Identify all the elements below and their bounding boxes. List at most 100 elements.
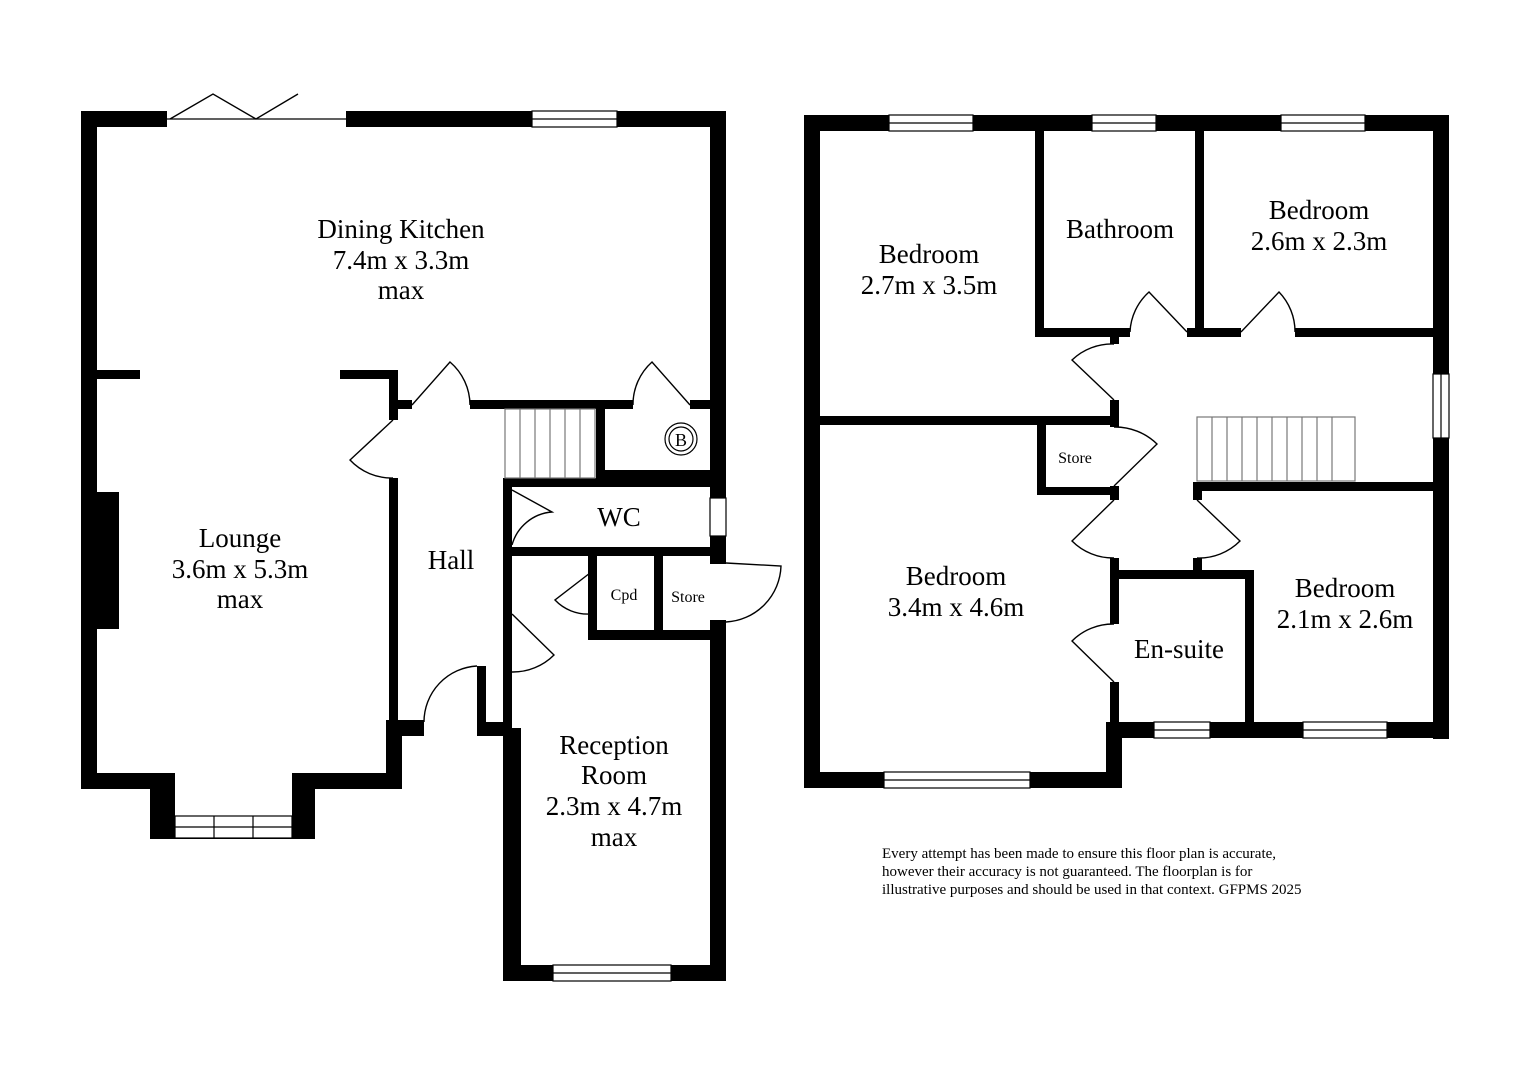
wall	[389, 370, 398, 420]
wall	[1106, 722, 1122, 788]
disclaimer: Every attempt has been made to ensure th…	[882, 846, 1302, 898]
cpd-name: Cpd	[611, 587, 638, 604]
dining-kitchen-note: max	[378, 275, 425, 305]
door-bedroom-2	[1240, 290, 1296, 333]
boiler-label: B	[675, 430, 687, 450]
chimney-breast	[96, 492, 119, 629]
wall	[386, 720, 402, 789]
wall	[1110, 570, 1254, 579]
bedroom-4-size: 2.1m x 2.6m	[1277, 604, 1414, 634]
dining-kitchen-name: Dining Kitchen	[317, 214, 485, 244]
hall-name: Hall	[428, 545, 475, 575]
wall	[503, 478, 512, 733]
disclaimer-line-3: illustrative purposes and should be used…	[882, 882, 1302, 898]
wall	[389, 478, 398, 728]
bedroom-2-name: Bedroom	[1269, 195, 1370, 225]
reception-size: 2.3m x 4.7m	[546, 791, 683, 821]
door-store	[725, 562, 782, 623]
wall	[1110, 558, 1119, 624]
wall	[1110, 337, 1119, 344]
wall	[804, 115, 820, 788]
door-bedroom-1	[1070, 343, 1115, 401]
wall	[81, 773, 169, 789]
wall	[470, 400, 633, 409]
lounge-note: max	[217, 584, 264, 614]
bedroom-2-size: 2.6m x 2.3m	[1251, 226, 1388, 256]
door-bedroom-4	[1196, 499, 1242, 559]
wall	[1193, 558, 1202, 578]
boiler-icon-ring	[668, 426, 694, 452]
wall	[596, 400, 605, 478]
wall	[710, 536, 726, 564]
door-bedroom-3	[1071, 499, 1115, 559]
staircase	[504, 408, 596, 479]
wall	[292, 773, 402, 789]
wall	[654, 556, 663, 640]
wall	[1035, 123, 1044, 337]
wall	[1035, 328, 1130, 337]
wall	[477, 666, 486, 736]
lounge-size: 3.6m x 5.3m	[172, 554, 309, 584]
bathroom-name: Bathroom	[1066, 214, 1174, 244]
dining-kitchen-size: 7.4m x 3.3m	[333, 245, 470, 275]
door-cpd	[553, 572, 591, 615]
wall	[398, 400, 412, 409]
door-lounge	[349, 419, 394, 479]
wall	[1193, 482, 1202, 500]
disclaimer-line-1: Every attempt has been made to ensure th…	[882, 846, 1276, 862]
first-floor: Bedroom 2.7m x 3.5m Bathroom Bedroom 2.6…	[804, 114, 1450, 789]
bifold-door	[169, 93, 299, 120]
wall	[340, 370, 398, 379]
wall	[1037, 487, 1119, 495]
bedroom-1-size: 2.7m x 3.5m	[861, 270, 998, 300]
landing-staircase	[1196, 416, 1356, 482]
bedroom-3-size: 3.4m x 4.6m	[888, 592, 1025, 622]
door-kitchen-cupboard	[632, 361, 691, 406]
wall	[81, 111, 97, 789]
wall	[1037, 423, 1046, 495]
wall	[503, 478, 726, 487]
ground-floor: B Dining Kitchen 7.4m x 3.3m max Lounge …	[81, 93, 782, 982]
door-wc	[511, 489, 555, 546]
wall	[710, 400, 726, 498]
wall	[1110, 682, 1119, 730]
door-store	[1113, 426, 1159, 487]
reception-note: max	[591, 822, 638, 852]
reception-name-line1: Reception	[559, 730, 669, 760]
first-store-name: Store	[1058, 450, 1092, 467]
wall	[1187, 328, 1241, 337]
wall	[690, 400, 726, 409]
wall	[1193, 482, 1441, 491]
wall	[710, 620, 726, 981]
wall	[1295, 328, 1441, 337]
reception-name-line2: Room	[581, 760, 647, 790]
wc-name: WC	[597, 502, 641, 532]
wall	[588, 630, 726, 640]
wall	[710, 111, 726, 411]
wall	[81, 111, 167, 127]
wall	[1245, 570, 1254, 730]
wall	[292, 773, 315, 839]
window	[709, 497, 727, 537]
en-suite-name: En-suite	[1134, 634, 1224, 664]
door-bathroom	[1129, 291, 1188, 333]
wall	[96, 370, 140, 379]
door-reception	[511, 613, 555, 673]
disclaimer-line-2: however their accuracy is not guaranteed…	[882, 864, 1252, 880]
wall	[588, 556, 597, 640]
bedroom-1-name: Bedroom	[879, 239, 980, 269]
wall	[812, 416, 1118, 425]
bedroom-4-name: Bedroom	[1295, 573, 1396, 603]
wall	[596, 470, 726, 478]
boiler-icon	[664, 422, 698, 456]
wall	[1195, 123, 1204, 337]
wall	[503, 547, 726, 556]
door-kitchen-hall	[411, 361, 471, 406]
door-front	[423, 665, 478, 723]
lounge-name: Lounge	[199, 523, 281, 553]
wall	[1110, 400, 1119, 427]
bedroom-3-name: Bedroom	[906, 561, 1007, 591]
ground-store-name: Store	[671, 589, 705, 606]
wall	[503, 728, 521, 981]
